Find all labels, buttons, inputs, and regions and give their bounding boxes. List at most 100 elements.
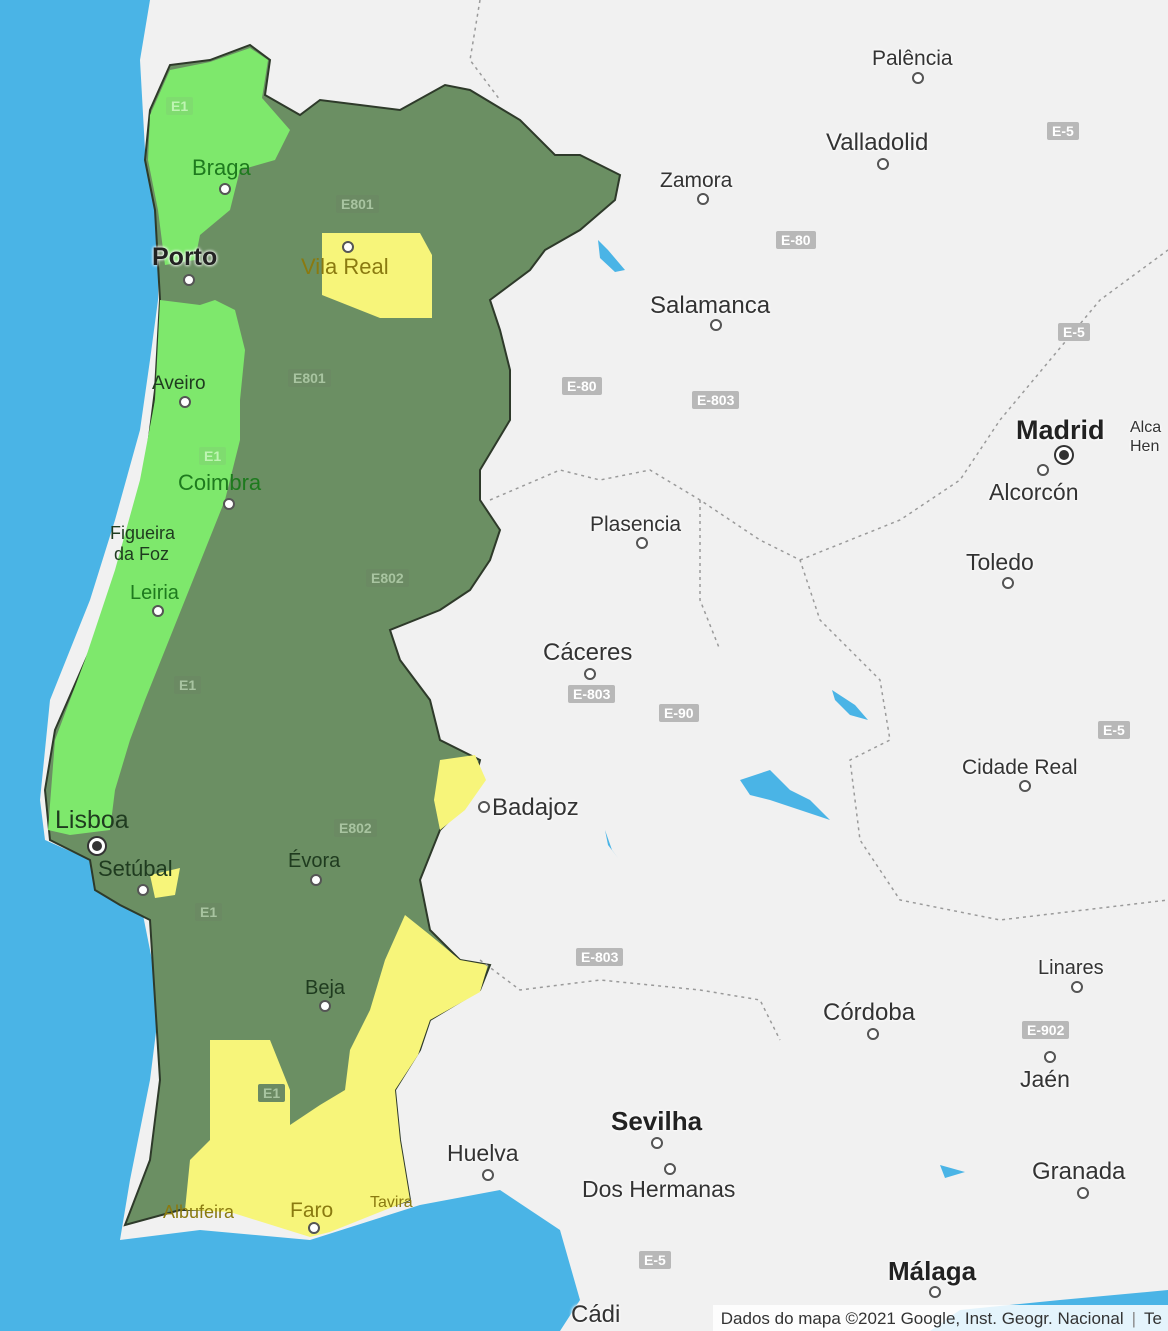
region-yellow-south (185, 915, 488, 1237)
city-label-caceres[interactable]: Cáceres (543, 639, 633, 666)
terms-link[interactable]: Te (1144, 1309, 1162, 1328)
lake (740, 770, 830, 820)
city-label-valladolid[interactable]: Valladolid (826, 129, 929, 156)
city-marker-huelva[interactable] (482, 1169, 494, 1181)
city-label-malaga[interactable]: Málaga (888, 1256, 977, 1286)
city-label-salamanca[interactable]: Salamanca (650, 292, 771, 319)
city-marker-vila-real[interactable] (342, 241, 354, 253)
city-marker-palencia[interactable] (912, 72, 924, 84)
city-marker-sevilha[interactable] (651, 1137, 663, 1149)
road-shield-e802: E802 (366, 569, 409, 587)
city-label-aveiro[interactable]: Aveiro (152, 373, 206, 394)
road-shield-e803: E-803 (576, 948, 624, 966)
road-shield-e5: E-5 (1047, 122, 1079, 140)
city-label-coimbra[interactable]: Coimbra (178, 470, 262, 495)
city-label-setubal[interactable]: Setúbal (98, 856, 173, 881)
road-shield-e801: E801 (336, 195, 379, 213)
city-marker-salamanca[interactable] (710, 319, 722, 331)
city-label-braga[interactable]: Braga (192, 155, 251, 180)
city-marker-braga[interactable] (219, 183, 231, 195)
city-label-sevilha[interactable]: Sevilha (611, 1106, 703, 1136)
city-marker-alcorcon[interactable] (1037, 464, 1049, 476)
attribution-text: Dados do mapa ©2021 Google, Inst. Geogr.… (720, 1309, 1124, 1328)
road-shield-e1: E1 (174, 676, 202, 694)
city-label-plasencia[interactable]: Plasencia (590, 513, 682, 536)
city-label-figueira-da-foz[interactable]: da Foz (114, 544, 170, 564)
lake (832, 690, 868, 720)
city-label-badajoz[interactable]: Badajoz (492, 794, 579, 821)
city-label-tavira[interactable]: Tavira (370, 1194, 413, 1211)
city-label-porto[interactable]: Porto (152, 243, 218, 271)
road-shield-e5: E-5 (1098, 721, 1130, 739)
road-shield-e1: E1 (195, 903, 223, 921)
city-label-lisboa[interactable]: Lisboa (55, 806, 129, 834)
road-shield-e803: E-803 (568, 685, 616, 703)
region-yellow-vila-real (322, 233, 432, 318)
road-shield-e1: E1 (166, 97, 194, 115)
city-marker-coimbra[interactable] (223, 498, 235, 510)
city-label-alcala-2[interactable]: Hen (1130, 438, 1160, 455)
city-label-toledo[interactable]: Toledo (966, 549, 1034, 575)
city-marker-evora[interactable] (310, 874, 322, 886)
city-marker-linares[interactable] (1071, 981, 1083, 993)
city-marker-lisboa[interactable] (89, 838, 105, 854)
city-label-madrid[interactable]: Madrid (1016, 415, 1105, 445)
city-label-palencia[interactable]: Palência (872, 47, 953, 70)
city-label-leiria[interactable]: Leiria (130, 582, 179, 604)
city-marker-faro[interactable] (308, 1222, 320, 1234)
city-marker-cidade-real[interactable] (1019, 780, 1031, 792)
city-marker-beja[interactable] (319, 1000, 331, 1012)
road-shield-e5: E-5 (1058, 323, 1090, 341)
city-marker-leiria[interactable] (152, 605, 164, 617)
city-label-zamora[interactable]: Zamora (660, 169, 733, 192)
city-marker-cordoba[interactable] (867, 1028, 879, 1040)
city-marker-madrid[interactable] (1056, 447, 1072, 463)
city-label-figueira[interactable]: Figueira (110, 523, 176, 543)
lake (598, 240, 625, 272)
region-yellow-setubal (150, 868, 180, 898)
city-label-albufeira[interactable]: Albufeira (163, 1202, 235, 1222)
city-marker-toledo[interactable] (1002, 577, 1014, 589)
city-marker-dos-hermanas[interactable] (664, 1163, 676, 1175)
city-marker-badajoz[interactable] (478, 801, 490, 813)
city-marker-plasencia[interactable] (636, 537, 648, 549)
city-marker-caceres[interactable] (584, 668, 596, 680)
road-shield-e80: E-80 (562, 377, 602, 395)
city-marker-setubal[interactable] (137, 884, 149, 896)
city-marker-malaga[interactable] (929, 1286, 941, 1298)
road-shield-e90: E-90 (659, 704, 699, 722)
city-marker-porto[interactable] (183, 274, 195, 286)
city-marker-zamora[interactable] (697, 193, 709, 205)
city-marker-granada[interactable] (1077, 1187, 1089, 1199)
lake (940, 1165, 965, 1178)
road-shield-e5: E-5 (639, 1251, 671, 1269)
city-label-huelva[interactable]: Huelva (447, 1140, 519, 1166)
atlantic-sea (0, 0, 580, 1331)
spain-region-border (469, 0, 1168, 1041)
city-marker-aveiro[interactable] (179, 396, 191, 408)
city-label-jaen[interactable]: Jaén (1020, 1066, 1070, 1092)
city-label-evora[interactable]: Évora (288, 850, 341, 872)
road-shield-e902: E-902 (1022, 1021, 1070, 1039)
road-shield-e1: E1 (258, 1084, 286, 1102)
city-label-cordoba[interactable]: Córdoba (823, 999, 916, 1026)
city-label-linares[interactable]: Linares (1038, 957, 1104, 979)
city-marker-jaen[interactable] (1044, 1051, 1056, 1063)
city-label-granada[interactable]: Granada (1032, 1158, 1126, 1185)
city-label-vila-real[interactable]: Vila Real (301, 254, 389, 279)
map-attribution: Dados do mapa ©2021 Google, Inst. Geogr.… (712, 1305, 1168, 1331)
city-label-cidade-real[interactable]: Cidade Real (962, 756, 1078, 779)
city-label-dos-hermanas[interactable]: Dos Hermanas (582, 1176, 736, 1202)
city-label-beja[interactable]: Beja (305, 977, 346, 999)
city-marker-valladolid[interactable] (877, 158, 889, 170)
road-shield-e802: E802 (334, 819, 377, 837)
road-shield-e80: E-80 (776, 231, 816, 249)
city-label-alcorcon[interactable]: Alcorcón (989, 479, 1079, 505)
road-shield-e1: E1 (199, 447, 227, 465)
city-label-alcala[interactable]: Alca (1130, 419, 1162, 436)
city-label-cadiz[interactable]: Cádi (571, 1301, 621, 1328)
region-yellow-badajoz (434, 755, 486, 830)
city-label-faro[interactable]: Faro (290, 1199, 334, 1222)
